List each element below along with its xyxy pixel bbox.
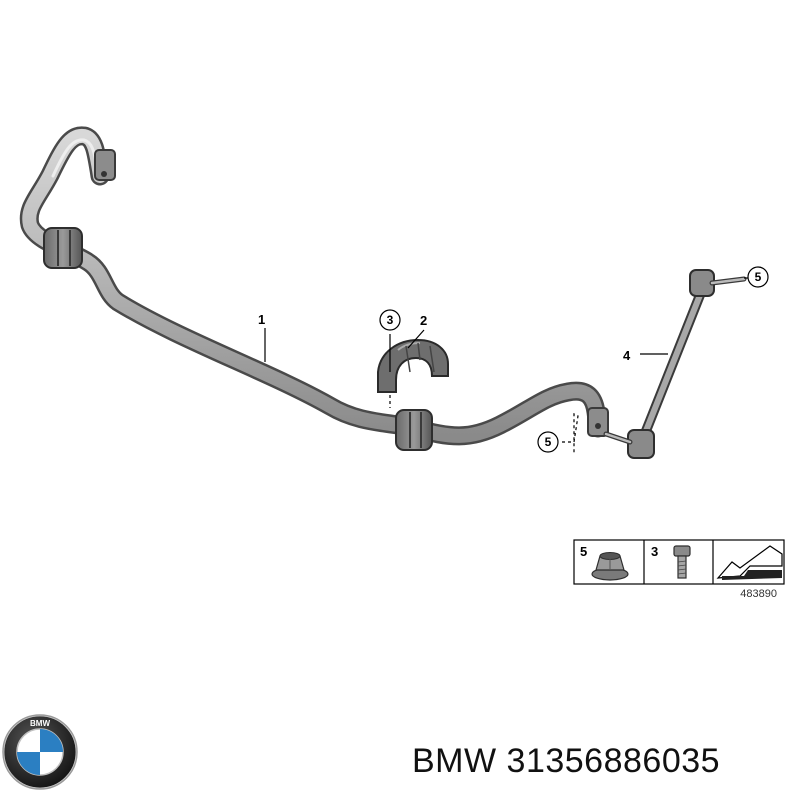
diagram-reference-number: 483890 (740, 588, 777, 600)
legend-number-3: 3 (651, 544, 658, 559)
callout-3: 3 (379, 309, 401, 331)
legend-box: 5 3 483890 (573, 539, 785, 600)
callout-5-lower: 5 (537, 431, 559, 453)
part-number: 31356886035 (506, 742, 721, 780)
svg-text:5: 5 (545, 435, 552, 449)
flange-nut-icon (591, 552, 629, 581)
stabilizer-bar (19, 126, 609, 446)
legend-number-5: 5 (580, 544, 587, 559)
part-label-4: 4 (623, 348, 631, 363)
right-bar-bushing (395, 409, 433, 451)
left-bar-bushing (43, 227, 83, 269)
brand-name: BMW (412, 742, 497, 780)
part-label-2: 2 (420, 313, 427, 328)
part-label-1: 1 (258, 312, 265, 327)
bmw-logo: BMW (2, 714, 78, 790)
callout-5-upper: 5 (747, 266, 769, 288)
hex-bolt-icon (673, 545, 691, 579)
part-number-caption: BMW 31356886035 (412, 742, 720, 781)
svg-text:5: 5 (755, 270, 762, 284)
direction-arrow-icon (716, 545, 783, 580)
svg-text:BMW: BMW (30, 719, 50, 728)
leader-lines (264, 277, 748, 454)
svg-text:3: 3 (387, 313, 394, 327)
stabilizer-link (603, 269, 747, 459)
rubber-bushing (377, 338, 449, 393)
